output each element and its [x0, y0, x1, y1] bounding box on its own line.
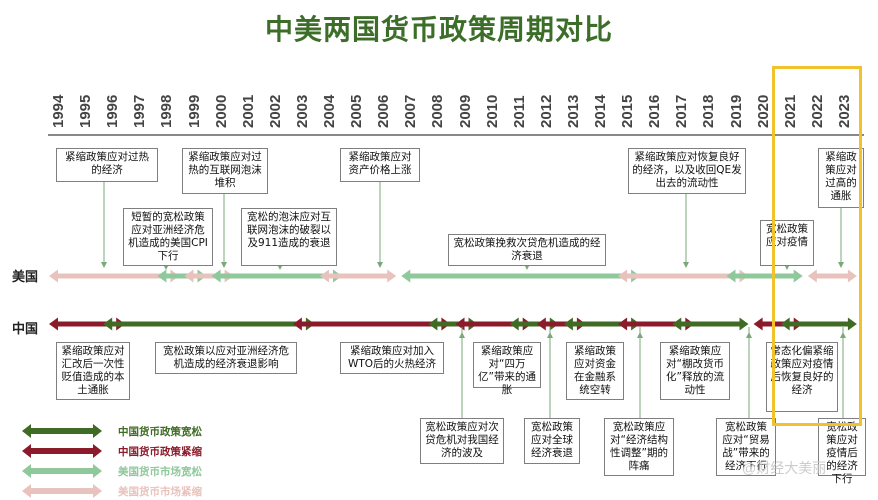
cn-connector-2-head [637, 332, 643, 338]
legend-item-0: 中国货币政策宽松 [22, 424, 242, 438]
us-easing-arrow-2019 [726, 269, 803, 283]
cn-note-tightening-2010: 紧缩政策应对“四万亿”带来的通胀 [473, 342, 541, 396]
cn-note-easing-2012: 宽松政策应对全球经济衰退 [524, 418, 580, 464]
us-note-tightening-1999: 紧缩政策应对过热的互联网泡沫堆积 [182, 148, 268, 194]
legend-swatch-0 [22, 424, 102, 438]
cn-note-easing-2019: 宽松政策应对“贸易战”带来的经济下行 [716, 418, 776, 476]
us-tightening-arrow-2015 [618, 269, 749, 283]
us-note-tightening-2016: 紧缩政策应对恢复良好的经济，以及收回QE发出去的流动性 [628, 148, 746, 194]
cn-easing-arrow-2008 [428, 317, 478, 331]
cn-note-tightening-2017: 紧缩政策应对“棚改货币化”释放的流动性 [660, 342, 730, 400]
legend-label-1: 中国货币政策紧缩 [118, 446, 202, 458]
us-easing-arrow-1998 [157, 269, 207, 283]
us-note-tightening-2005: 紧缩政策应对资产价格上涨 [340, 148, 420, 182]
cn-easing-arrow-2021 [780, 317, 857, 331]
row-label-us: 美国 [12, 269, 39, 284]
us-note-easing-2008: 宽松政策挽救次贷危机造成的经济衰退 [448, 234, 606, 266]
cn-note-easing-2008: 宽松政策应对次贷危机对我国经济的波及 [420, 418, 504, 464]
us-connector-4-head [377, 262, 383, 268]
cn-note-easing-2015: 宽松政策应对“经济结构性调整”期的阵痛 [604, 418, 674, 476]
us-note-tightening-2022: 紧缩政策应对过高的通胀 [818, 148, 864, 208]
us-note-easing-1998: 短暂的宽松政策应对亚洲经济危机造成的美国CPI下行 [123, 208, 213, 266]
us-connector-1-head [221, 262, 227, 268]
us-tightening-arrow-2004 [320, 269, 397, 283]
us-easing-arrow-2007 [401, 269, 641, 283]
cn-note-tightening-1994: 紧缩政策应对汇改后一次性贬值造成的本土通胀 [56, 342, 130, 400]
year-axis-line [48, 134, 864, 136]
us-note-tightening-1994: 紧缩政策应对过热的经济 [56, 148, 158, 182]
cn-note-tightening-2013: 紧缩政策应对资金在金融系统空转 [566, 342, 624, 400]
legend-swatch-1 [22, 444, 102, 458]
cn-tightening-arrow-1994 [49, 317, 126, 331]
cn-tightening-arrow-2003 [292, 317, 451, 331]
cn-connector-4-head [840, 332, 846, 338]
legend-swatch-3 [22, 484, 102, 498]
legend-item-1: 中国货币政策紧缩 [22, 444, 242, 458]
cn-note-tightening-2021: 常态化偏紧缩政策应对疫情后恢复良好的经济 [766, 342, 838, 412]
us-connector-8-head [838, 262, 844, 268]
legend-label-2: 美国货币市场宽松 [118, 466, 202, 478]
cn-easing-arrow-2013 [563, 317, 641, 331]
us-note-easing-2020: 宽松政策应对疫情 [760, 220, 814, 266]
cn-tightening-arrow-2009 [455, 317, 532, 331]
cn-connector-1-head [547, 332, 553, 338]
us-note-easing-2001: 宽松的泡沫应对互联网泡沫的破裂以及911造成的衰退 [241, 208, 337, 266]
us-connector-6-head [683, 262, 689, 268]
cn-tightening-arrow-2015 [618, 317, 695, 331]
legend-item-2: 美国货币市场宽松 [22, 464, 242, 478]
us-connector-0-head [101, 262, 107, 268]
recent-period-highlight [772, 66, 862, 426]
legend-label-3: 美国货币市场紧缩 [118, 486, 202, 498]
cn-tightening-arrow-2012 [536, 317, 586, 331]
cn-note-easing-1998: 宽松政策以应对亚洲经济危机造成的经济衰退影响 [155, 342, 297, 374]
legend-label-0: 中国货币政策宽松 [118, 426, 202, 438]
legend-swatch-2 [22, 464, 102, 478]
us-tightening-arrow-1994 [49, 269, 180, 283]
cn-connector-3-head [746, 332, 752, 338]
watermark: @财经大美丽 [742, 460, 827, 476]
cn-easing-arrow-1996 [103, 317, 315, 331]
cn-connector-0-head [459, 332, 465, 338]
page-title: 中美两国货币政策周期对比 [264, 14, 613, 45]
cn-tightening-arrow-2020 [753, 317, 803, 331]
legend-item-3: 美国货币市场紧缩 [22, 484, 242, 498]
row-label-cn: 中国 [12, 321, 39, 336]
cn-easing-arrow-2011 [509, 317, 559, 331]
cn-note-tightening-2004: 紧缩政策应对加入WTO后的火热经济 [340, 342, 444, 374]
cn-easing-arrow-2017 [672, 317, 749, 331]
us-easing-arrow-2000 [211, 269, 342, 283]
us-tightening-arrow-2022 [807, 269, 857, 283]
us-tightening-arrow-1999 [184, 269, 234, 283]
